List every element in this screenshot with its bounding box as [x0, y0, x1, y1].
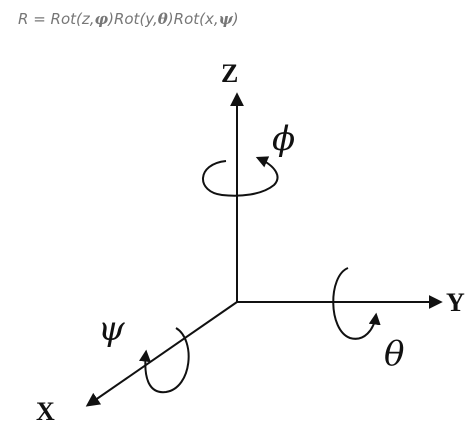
formula-psi: ψ [218, 10, 233, 28]
theta-label: θ [384, 334, 404, 374]
z-axis-label: Z [221, 59, 238, 88]
formula-rot-y: )Rot(y, [108, 10, 158, 28]
formula-lhs: R [18, 10, 29, 28]
y-axis-label: Y [446, 288, 465, 317]
theta-rotation-arrow [332, 267, 381, 340]
psi-rotation-arrow [139, 327, 190, 394]
psi-label: ψ [98, 309, 125, 349]
formula-phi: φ [94, 10, 109, 28]
phi-label: ϕ [272, 119, 295, 159]
formula-rot-x: )Rot(x, [167, 10, 219, 28]
formula-close: ) [232, 10, 239, 28]
x-axis-label: X [36, 397, 55, 426]
rotation-formula: R = Rot(z,φ)Rot(y,θ)Rot(x,ψ) [18, 6, 239, 32]
formula-equals: = [28, 10, 51, 28]
x-axis [85, 301, 238, 407]
formula-theta: θ [157, 10, 168, 28]
phi-rotation-arrow [202, 156, 279, 197]
formula-rot-z: Rot(z, [50, 10, 95, 28]
